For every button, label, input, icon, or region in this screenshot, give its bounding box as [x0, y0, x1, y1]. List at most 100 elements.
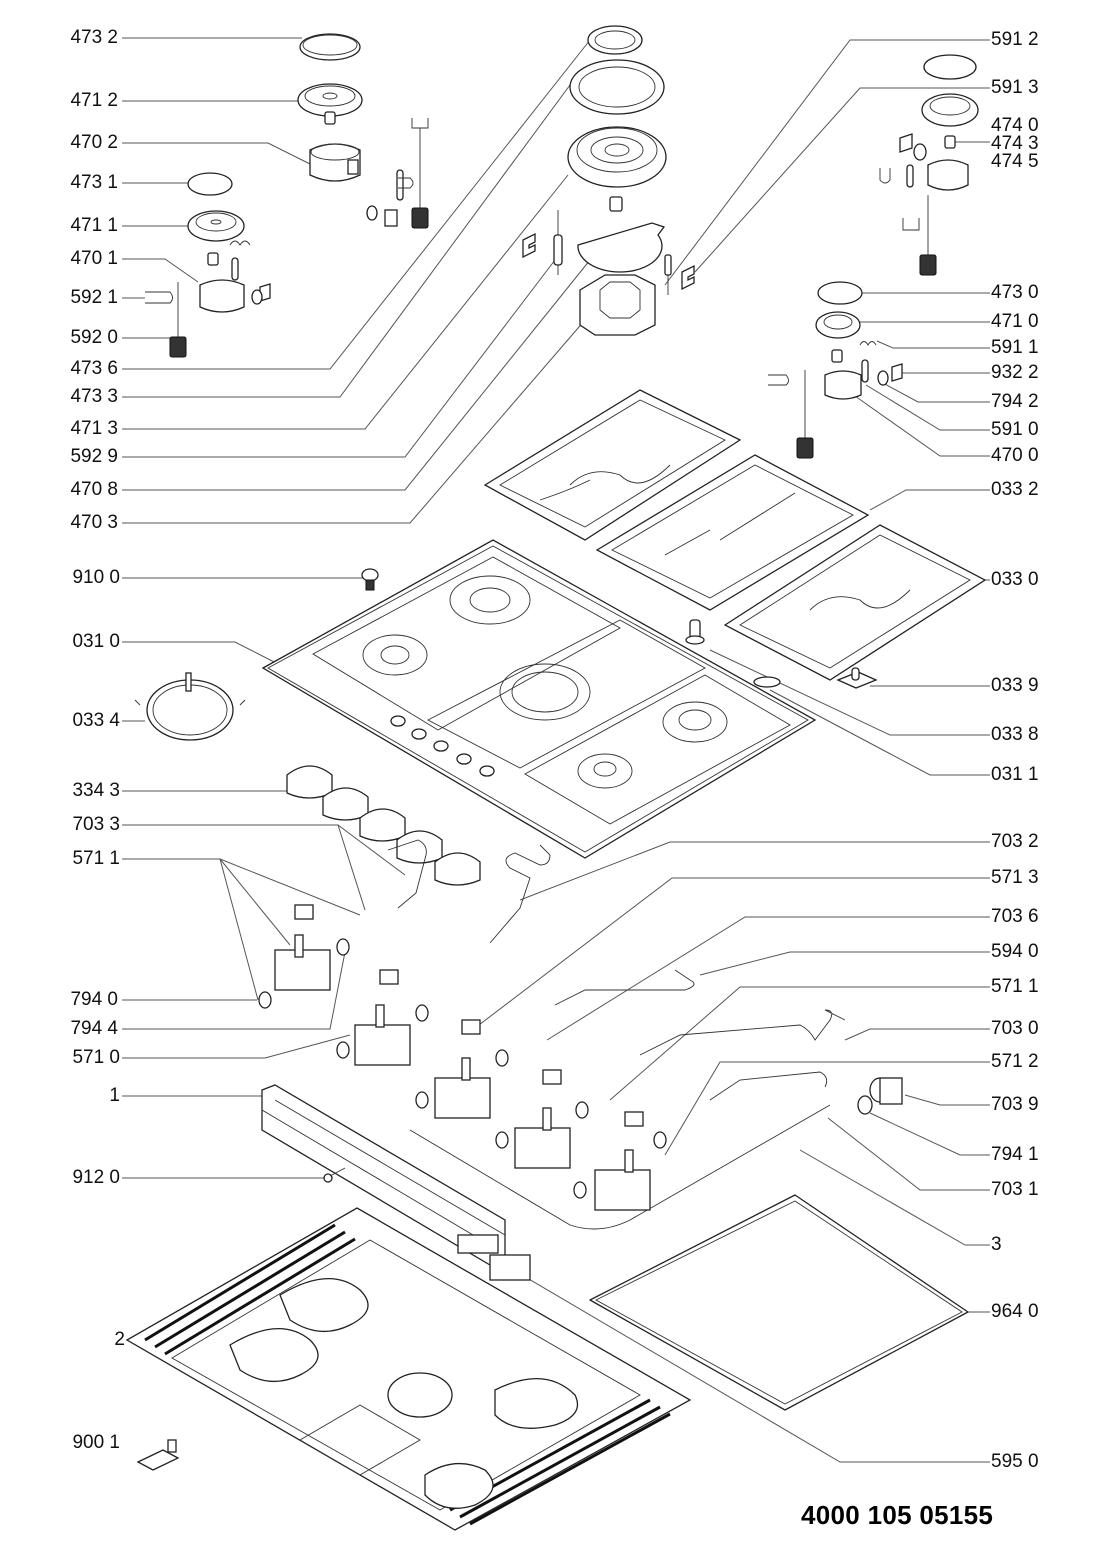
connector-block: [457, 1234, 531, 1281]
callout-label: 471 2: [70, 90, 118, 111]
callout-label: 473 1: [70, 172, 118, 193]
screw-910-0: [361, 568, 379, 582]
catalog-number: 4000 105 05155: [801, 1500, 994, 1530]
callout-label: 2: [114, 1329, 125, 1350]
burner-assembly-2: [297, 33, 429, 229]
elbow-703-9: [857, 1077, 903, 1115]
callout-label: 334 3: [72, 780, 120, 801]
callout-label: 595 0: [991, 1451, 1039, 1472]
callout-label: 703 6: [991, 906, 1039, 927]
burner-cap-473-1: [187, 172, 233, 196]
burner-assembly-3: [522, 25, 695, 336]
ring-473-3: [569, 59, 665, 115]
callout-label: 703 2: [991, 831, 1039, 852]
callout-label: 591 0: [991, 419, 1039, 440]
burner-cap-473-2: [299, 33, 361, 61]
callout-label: 473 3: [70, 386, 118, 407]
callout-label: 033 9: [991, 675, 1039, 696]
burner-assembly-4: [879, 54, 979, 276]
callout-label: 912 0: [72, 1167, 120, 1188]
burner-body-470-1: [199, 279, 245, 313]
callout-label: 473 6: [70, 358, 118, 379]
callout-label: 1: [109, 1085, 120, 1106]
wok-ring-033-4: [134, 672, 246, 741]
callout-label: 794 0: [70, 989, 118, 1010]
pipe-703-3: [387, 839, 427, 909]
callout-label: 703 1: [991, 1179, 1039, 1200]
callout-label: 033 4: [72, 710, 120, 731]
callout-label: 473 0: [991, 282, 1039, 303]
callout-label: 470 8: [70, 479, 118, 500]
pipe-703-1: [709, 1071, 828, 1101]
screw-912-0: [323, 1167, 346, 1183]
callout-label: 794 1: [991, 1144, 1039, 1165]
valve-571-0: [354, 969, 411, 1066]
callout-label: 794 4: [70, 1018, 118, 1039]
callout-label: 471 3: [70, 418, 118, 439]
callout-label: 571 3: [991, 867, 1039, 888]
burner-head-591-3: [921, 93, 979, 127]
callout-label: 470 0: [991, 445, 1039, 466]
callout-label: 794 2: [991, 391, 1039, 412]
callout-label: 033 8: [991, 724, 1039, 745]
callout-label: 033 2: [991, 479, 1039, 500]
callout-label: 592 9: [70, 446, 118, 467]
pipe-3: [409, 1104, 831, 1230]
callout-label: 591 1: [991, 337, 1039, 358]
callout-label: 473 2: [70, 27, 118, 48]
grate-right: [723, 524, 987, 681]
burner-cap-591-2: [923, 54, 977, 80]
callout-label: 571 1: [72, 848, 120, 869]
callout-label: 474 3: [991, 133, 1039, 154]
callout-label: 031 0: [72, 631, 120, 652]
valve-571-1b: [514, 1069, 571, 1169]
callout-label: 3: [991, 1234, 1002, 1255]
grate-left: [483, 389, 742, 541]
burner-head-471-3: [567, 126, 667, 188]
burner-body-474-5: [927, 159, 969, 191]
callout-label: 571 0: [72, 1047, 120, 1068]
callout-label: 932 2: [991, 362, 1039, 383]
clip-900-1: [136, 1449, 180, 1471]
ring-473-6: [587, 25, 643, 55]
burner-head-471-1: [187, 210, 245, 242]
callout-label: 033 0: [991, 569, 1039, 590]
callout-label: 900 1: [72, 1432, 120, 1453]
leader-lines-right: [474, 39, 990, 1463]
base-tray-2: [125, 1207, 692, 1531]
valve-571-1: [274, 904, 331, 991]
small-parts: [361, 568, 878, 689]
pipe-703-2: [489, 844, 551, 944]
burner-assembly-0: [768, 281, 903, 459]
callout-label: 703 9: [991, 1094, 1039, 1115]
callout-label: 592 0: [70, 327, 118, 348]
callout-label: 591 3: [991, 77, 1039, 98]
leader-lines-left: [122, 37, 591, 1179]
callout-label: 592 1: [70, 287, 118, 308]
callout-label: 474 0: [991, 115, 1039, 136]
pan-support-grates: [483, 389, 987, 681]
callout-label: 910 0: [72, 567, 120, 588]
callout-label: 594 0: [991, 941, 1039, 962]
burner-body-470-3: [579, 274, 656, 336]
callout-label: 470 1: [70, 248, 118, 269]
callout-label: 471 1: [70, 215, 118, 236]
seal-964-0: [589, 1194, 969, 1411]
pipe-703-6: [554, 969, 695, 1006]
callout-label: 470 2: [70, 132, 118, 153]
control-knobs-334-3: [286, 765, 481, 886]
callout-label: 470 3: [70, 512, 118, 533]
pipe-703-0: [639, 1009, 846, 1056]
burner-head-471-0: [815, 311, 861, 339]
gas-valves: [258, 904, 667, 1211]
callout-label: 031 1: [991, 764, 1039, 785]
callout-label: 474 5: [991, 151, 1039, 172]
callout-label: 591 2: [991, 29, 1039, 50]
gas-pipes: [387, 839, 846, 1230]
burner-cap-473-0: [817, 281, 863, 305]
valve-571-2: [594, 1111, 651, 1211]
gasket-470-8: [577, 222, 666, 273]
valve-571-3: [434, 1019, 491, 1119]
callout-label: 703 3: [72, 814, 120, 835]
